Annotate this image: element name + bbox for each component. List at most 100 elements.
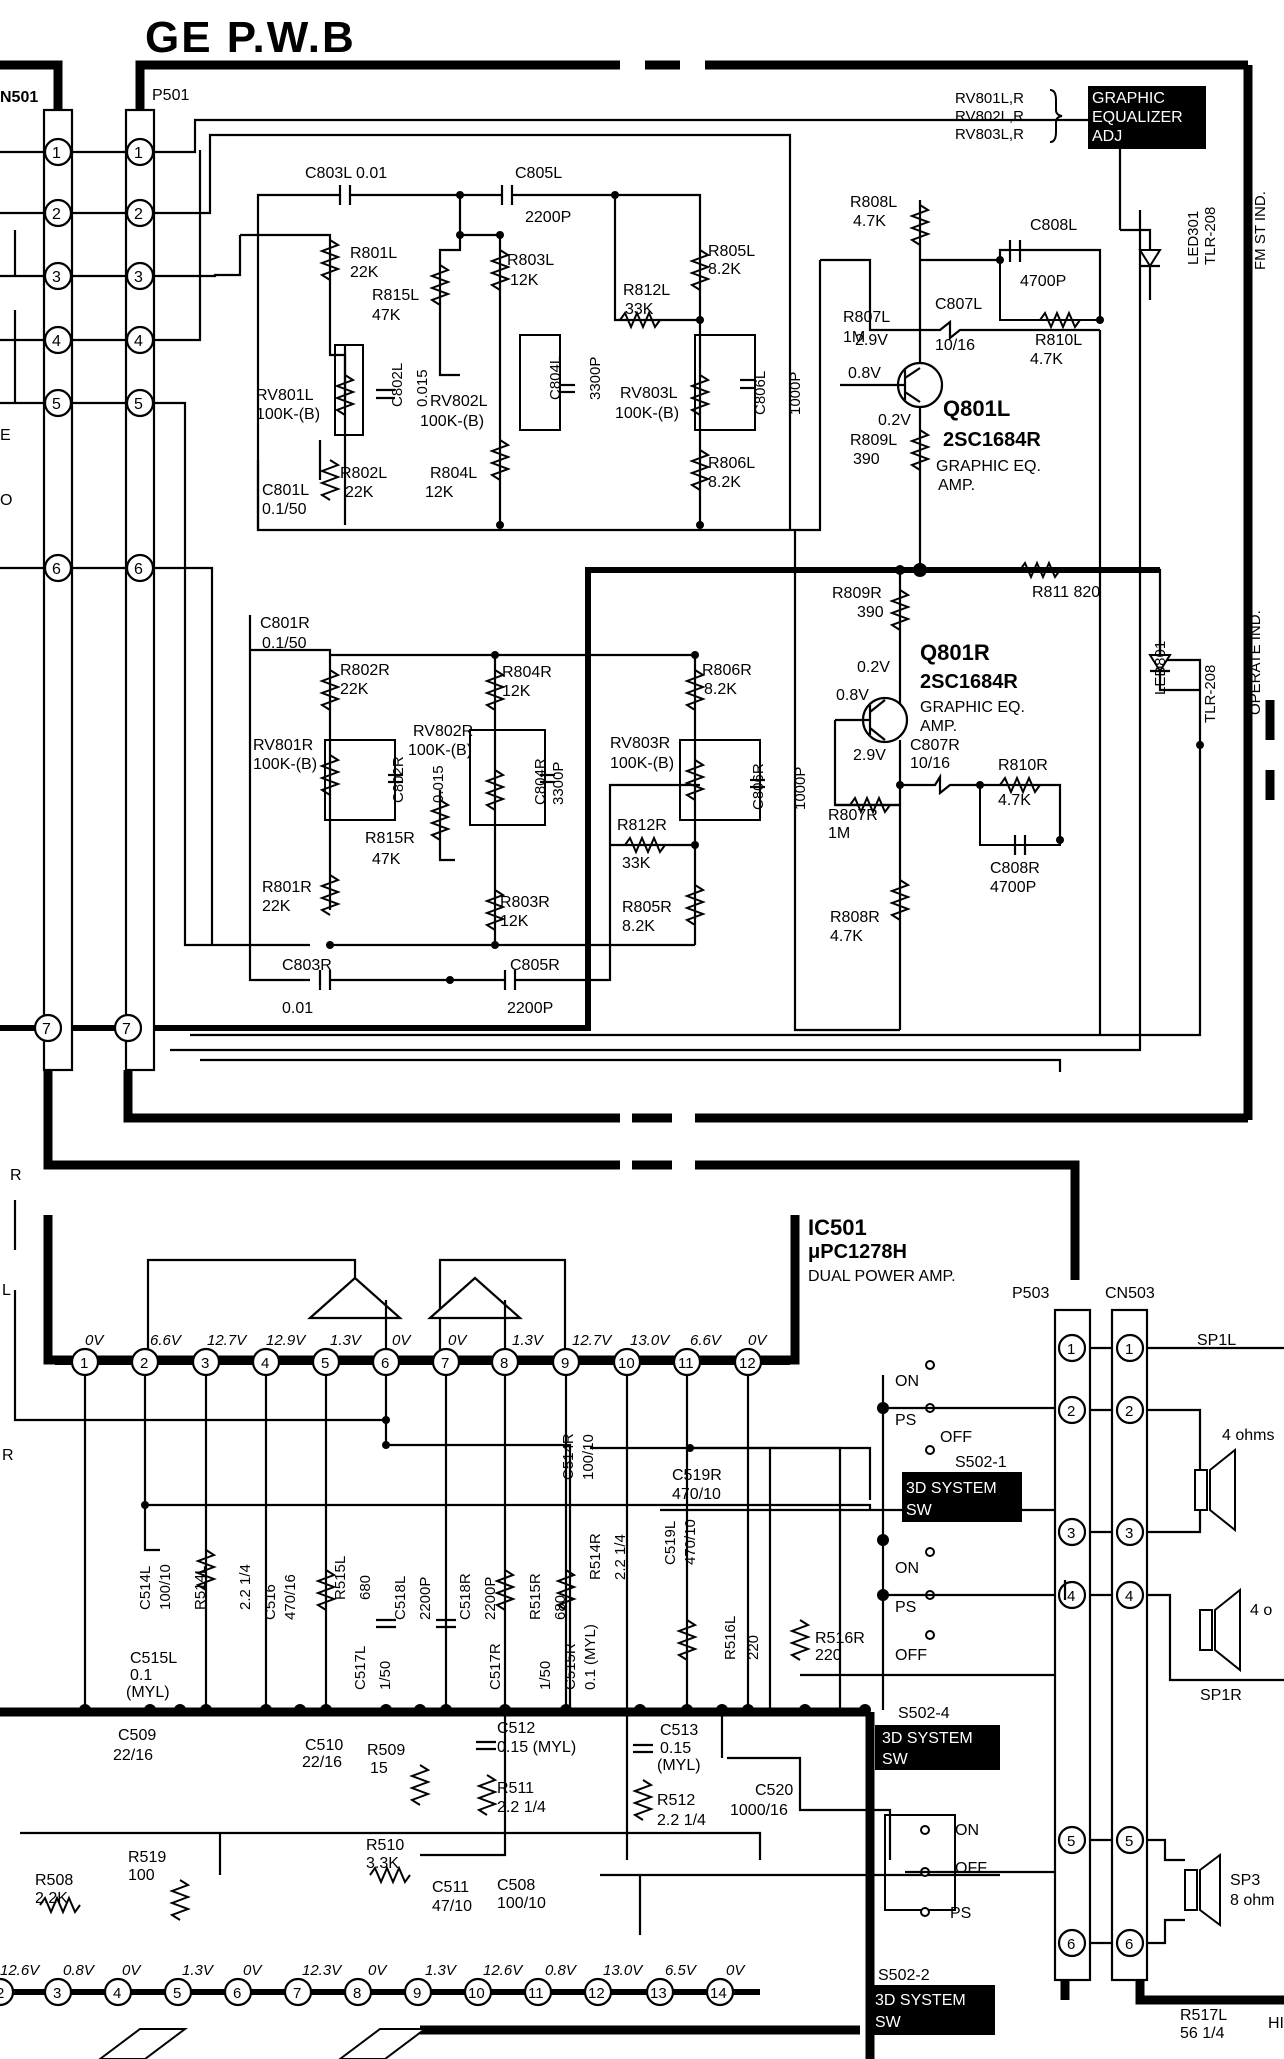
svg-text:1: 1: [134, 145, 143, 162]
svg-text:1M: 1M: [828, 825, 850, 842]
svg-text:LED801: LED801: [1152, 641, 1169, 695]
svg-text:R807R: R807R: [828, 807, 878, 824]
svg-text:390: 390: [853, 451, 880, 468]
svg-text:R804L: R804L: [430, 465, 477, 482]
svg-text:R803L: R803L: [507, 252, 554, 269]
svg-text:0.015: 0.015: [430, 765, 447, 803]
svg-text:13.0V: 13.0V: [630, 1332, 671, 1349]
svg-text:Q801L: Q801L: [943, 396, 1010, 421]
svg-text:2.9V: 2.9V: [853, 747, 886, 764]
svg-text:3D SYSTEM: 3D SYSTEM: [906, 1480, 997, 1497]
svg-text:12K: 12K: [425, 484, 454, 501]
svg-text:C802R: C802R: [390, 756, 407, 803]
edge-label-hi: HI: [1268, 2015, 1284, 2032]
svg-text:S502-4: S502-4: [898, 1705, 950, 1722]
svg-text:R806L: R806L: [708, 455, 755, 472]
svg-text:1.3V: 1.3V: [182, 1962, 215, 1979]
svg-text:OFF: OFF: [955, 1860, 987, 1877]
svg-text:0.15 (MYL): 0.15 (MYL): [497, 1739, 576, 1756]
svg-text:1.3V: 1.3V: [512, 1332, 545, 1349]
svg-text:2.2 1/4: 2.2 1/4: [657, 1812, 706, 1829]
svg-text:100K-(B): 100K-(B): [408, 742, 472, 759]
svg-text:GRAPHIC EQ.: GRAPHIC EQ.: [936, 458, 1041, 475]
svg-text:C512: C512: [497, 1720, 535, 1737]
svg-text:470/10: 470/10: [682, 1519, 699, 1565]
led301: LED301 TLR-208 FM ST IND.: [1120, 191, 1269, 300]
svg-text:C517L: C517L: [352, 1646, 369, 1690]
svg-text:S502-1: S502-1: [955, 1454, 1007, 1471]
svg-text:SP1L: SP1L: [1197, 1332, 1236, 1349]
svg-text:C801R: C801R: [260, 615, 310, 632]
svg-text:IC501: IC501: [808, 1215, 867, 1240]
svg-text:2.2 1/4: 2.2 1/4: [237, 1564, 254, 1610]
svg-text:P503: P503: [1012, 1285, 1049, 1302]
svg-text:100K-(B): 100K-(B): [615, 405, 679, 422]
svg-text:390: 390: [857, 604, 884, 621]
svg-text:0V: 0V: [85, 1332, 105, 1349]
svg-text:8.2K: 8.2K: [622, 918, 655, 935]
svg-text:0.8V: 0.8V: [545, 1962, 578, 1979]
svg-text:680: 680: [357, 1575, 374, 1600]
svg-text:C518L: C518L: [392, 1576, 409, 1620]
svg-text:2SC1684R: 2SC1684R: [920, 671, 1018, 693]
svg-text:3: 3: [53, 1985, 61, 2002]
svg-text:LED301: LED301: [1185, 211, 1202, 265]
svg-text:1: 1: [80, 1355, 88, 1372]
svg-text:0V: 0V: [392, 1332, 412, 1349]
svg-text:0.1 (MYL): 0.1 (MYL): [582, 1624, 599, 1690]
svg-text:R: R: [10, 1167, 22, 1184]
svg-text:C513: C513: [660, 1722, 698, 1739]
svg-text:100K-(B): 100K-(B): [420, 413, 484, 430]
svg-text:8 ohm: 8 ohm: [1230, 1892, 1274, 1909]
speaker-sp1l: SP1L 4 ohms: [1194, 1332, 1274, 1533]
svg-text:22K: 22K: [350, 264, 379, 281]
svg-text:0.2V: 0.2V: [878, 412, 911, 429]
svg-text:RV801R: RV801R: [253, 737, 313, 754]
svg-text:PS: PS: [950, 1905, 971, 1922]
svg-text:470/10: 470/10: [672, 1486, 721, 1503]
svg-text:100K-(B): 100K-(B): [610, 755, 674, 772]
svg-text:6: 6: [52, 561, 61, 578]
svg-text:0.8V: 0.8V: [836, 687, 869, 704]
svg-text:RV801L,R: RV801L,R: [955, 90, 1024, 107]
svg-text:13: 13: [650, 1985, 667, 2002]
svg-text:1000/16: 1000/16: [730, 1802, 788, 1819]
svg-text:12.9V: 12.9V: [266, 1332, 307, 1349]
connector-p503: P503: [1012, 1285, 1092, 1982]
amp-wiring: [13, 1200, 1062, 1935]
svg-text:R515R: R515R: [527, 1573, 544, 1620]
svg-text:RV802L: RV802L: [430, 393, 488, 410]
svg-text:R808L: R808L: [850, 194, 897, 211]
svg-text:100/10: 100/10: [157, 1564, 174, 1610]
svg-text:2: 2: [140, 1355, 148, 1372]
svg-text:E: E: [0, 427, 11, 444]
svg-text:100/10: 100/10: [580, 1434, 597, 1480]
svg-text:PS: PS: [895, 1412, 916, 1429]
svg-text:Q801R: Q801R: [920, 640, 990, 665]
svg-text:C508: C508: [497, 1877, 535, 1894]
svg-text:10: 10: [618, 1355, 635, 1372]
svg-text:22K: 22K: [262, 898, 291, 915]
svg-text:470/16: 470/16: [282, 1574, 299, 1620]
switch-s502-4: ON PS OFF S502-4 3D SYSTEM SW: [875, 1375, 1060, 1770]
svg-text:4: 4: [52, 333, 61, 350]
svg-text:2: 2: [52, 206, 61, 223]
ic502-amp-triangles: [98, 2028, 428, 2059]
svg-text:5: 5: [1067, 1833, 1075, 1850]
svg-text:4.7K: 4.7K: [1030, 351, 1063, 368]
svg-text:0.1: 0.1: [130, 1667, 152, 1684]
svg-text:R512: R512: [657, 1792, 695, 1809]
svg-text:4: 4: [134, 333, 143, 350]
svg-text:12.7V: 12.7V: [207, 1332, 248, 1349]
svg-text:0V: 0V: [748, 1332, 768, 1349]
svg-text:5: 5: [321, 1355, 329, 1372]
svg-text:C514L: C514L: [137, 1566, 154, 1610]
svg-text:6: 6: [381, 1355, 389, 1372]
svg-text:R810R: R810R: [998, 757, 1048, 774]
svg-text:33K: 33K: [622, 855, 651, 872]
svg-text:8.2K: 8.2K: [704, 681, 737, 698]
switch-s502-1: ON PS OFF S502-1 3D SYSTEM SW: [883, 1360, 1060, 1522]
svg-text:5: 5: [52, 396, 61, 413]
svg-text:100K-(B): 100K-(B): [253, 756, 317, 773]
svg-text:C519R: C519R: [672, 1467, 722, 1484]
